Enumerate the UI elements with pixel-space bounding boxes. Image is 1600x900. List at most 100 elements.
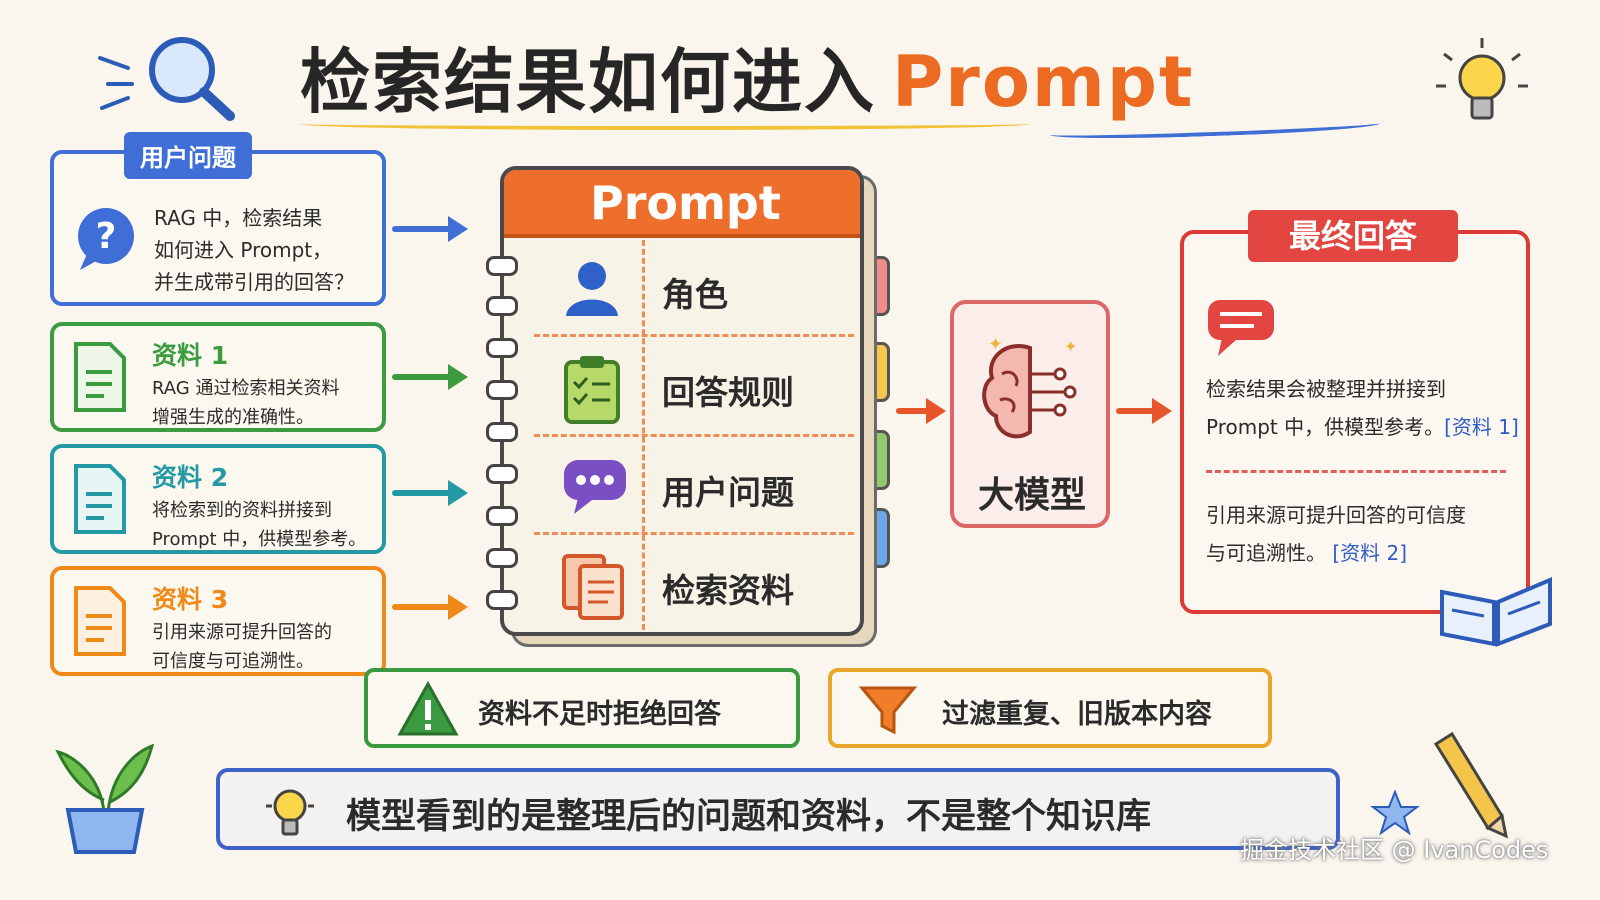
question-line-3: 并生成带引用的回答？ — [154, 270, 354, 294]
arrow-question-to-prompt — [392, 216, 468, 242]
answer-paragraph-1: 检索结果会被整理并拼接到 Prompt 中，供模型参考。[资料 1] — [1206, 370, 1519, 446]
clipboard-checklist-icon — [564, 356, 620, 424]
source-card-3: 资料 3 引用来源可提升回答的 可信度与可追溯性。 — [50, 566, 386, 676]
open-book-icon — [1440, 576, 1552, 647]
citation-link[interactable]: [资料 1] — [1444, 415, 1519, 439]
answer-divider — [1206, 470, 1506, 473]
source-3-line-1: 引用来源可提升回答的 — [152, 622, 332, 643]
document-icon — [74, 464, 126, 534]
pencil-icon — [1433, 731, 1508, 839]
prompt-notebook-header: Prompt — [504, 170, 860, 238]
source-title-3: 资料 3 — [152, 585, 229, 614]
user-question-card: 用户问题 ? RAG 中，检索结果 如何进入 Prompt， 并生成带引用的回答… — [50, 132, 386, 306]
chat-bubble-icon — [564, 460, 626, 514]
watermark: 掘金技术社区 @ IvanCodes — [1240, 836, 1549, 864]
arrow-source3-to-prompt — [392, 594, 468, 620]
source-2-line-1: 将检索到的资料拼接到 — [152, 500, 332, 521]
document-icon — [74, 586, 126, 656]
source-title-2: 资料 2 — [152, 463, 229, 492]
chat-bubble-icon — [1208, 300, 1274, 356]
notebook-tab-green — [860, 430, 890, 490]
lightbulb-icon — [266, 789, 314, 836]
prompt-item-label: 检索资料 — [662, 571, 794, 610]
notebook-ring — [486, 338, 518, 358]
notebook-ring — [486, 464, 518, 484]
answer-p1-line1: 检索结果会被整理并拼接到 — [1206, 377, 1446, 401]
summary-banner: 模型看到的是整理后的问题和资料，不是整个知识库 — [216, 768, 1340, 850]
tip-filter-duplicates: 过滤重复、旧版本内容 — [828, 668, 1272, 748]
notebook-ring — [486, 590, 518, 610]
answer-p2-line1: 引用来源可提升回答的可信度 — [1206, 503, 1466, 527]
source-text-1: RAG 通过检索相关资料 增强生成的准确性。 — [152, 374, 339, 432]
user-question-tag: 用户问题 — [124, 132, 252, 179]
magnifier-icon — [98, 37, 235, 121]
potted-plant-icon — [55, 743, 155, 854]
prompt-item-label: 角色 — [662, 275, 728, 314]
notebook-tab-yellow — [860, 342, 890, 402]
notebook-tab-blue — [860, 508, 890, 568]
llm-label: 大模型 — [978, 475, 1087, 516]
source-2-line-2: Prompt 中，供模型参考。 — [152, 529, 367, 550]
question-bubble-icon: ? — [78, 208, 134, 270]
prompt-notebook-title: Prompt — [590, 176, 781, 230]
svg-text:✦: ✦ — [988, 334, 1003, 355]
documents-icon — [562, 554, 624, 620]
svg-text:?: ? — [96, 216, 117, 257]
prompt-item-retrieved: 检索资料 — [534, 536, 854, 632]
citation-link[interactable]: [资料 2] — [1332, 541, 1408, 565]
warning-icon — [397, 680, 459, 736]
tip-text: 资料不足时拒绝回答 — [478, 699, 721, 730]
notebook-row-divider — [534, 532, 854, 535]
notebook-ring — [486, 296, 518, 316]
user-question-text: RAG 中，检索结果 如何进入 Prompt， 并生成带引用的回答？ — [154, 202, 354, 298]
source-3-line-2: 可信度与可追溯性。 — [152, 651, 314, 672]
final-answer-tag: 最终回答 — [1248, 210, 1458, 262]
source-1-line-2: 增强生成的准确性。 — [152, 407, 314, 428]
brain-icon: ✦ ✦ — [982, 334, 1077, 439]
user-icon — [566, 262, 618, 316]
source-text-2: 将检索到的资料拼接到 Prompt 中，供模型参考。 — [152, 496, 366, 554]
document-icon — [74, 342, 126, 412]
arrow-prompt-to-llm — [896, 398, 946, 424]
prompt-item-role: 角色 — [534, 240, 854, 336]
funnel-icon — [858, 686, 918, 735]
title-underline — [300, 118, 1030, 130]
arrow-source1-to-prompt — [392, 364, 468, 390]
source-card-2: 资料 2 将检索到的资料拼接到 Prompt 中，供模型参考。 — [50, 444, 386, 554]
final-answer-card: 最终回答 检索结果会被整理并拼接到 Prompt 中，供模型参考。[资料 1] … — [1180, 210, 1530, 614]
tip-refuse-when-insufficient: 资料不足时拒绝回答 — [364, 668, 800, 748]
notebook-ring — [486, 548, 518, 568]
answer-p2-line2: 与可追溯性。 — [1206, 541, 1326, 565]
star-icon — [1370, 789, 1420, 836]
source-text-3: 引用来源可提升回答的 可信度与可追溯性。 — [152, 618, 332, 676]
prompt-notebook: Prompt 角色 回答规则 用户问题 — [486, 166, 864, 636]
prompt-item-label: 回答规则 — [662, 373, 794, 412]
prompt-item-rules: 回答规则 — [534, 338, 854, 434]
notebook-ring — [486, 380, 518, 400]
prompt-item-label: 用户问题 — [662, 473, 794, 512]
title-accent: Prompt — [892, 41, 1195, 123]
answer-p1-line2: Prompt 中，供模型参考。 — [1206, 415, 1445, 439]
notebook-ring — [486, 256, 518, 276]
notebook-ring — [486, 506, 518, 526]
tip-text: 过滤重复、旧版本内容 — [942, 699, 1212, 730]
answer-paragraph-2: 引用来源可提升回答的可信度 与可追溯性。 [资料 2] — [1206, 496, 1466, 572]
source-card-1: 资料 1 RAG 通过检索相关资料 增强生成的准确性。 — [50, 322, 386, 432]
summary-text: 模型看到的是整理后的问题和资料，不是整个知识库 — [346, 797, 1152, 837]
source-title-1: 资料 1 — [152, 341, 229, 370]
notebook-row-divider — [534, 434, 854, 437]
question-line-1: RAG 中，检索结果 — [154, 206, 323, 230]
notebook-row-divider — [534, 334, 854, 337]
notebook-ring — [486, 422, 518, 442]
notebook-tab-red — [860, 256, 890, 316]
source-1-line-1: RAG 通过检索相关资料 — [152, 378, 340, 399]
prompt-item-question: 用户问题 — [534, 438, 854, 534]
arrow-source2-to-prompt — [392, 480, 468, 506]
lightbulb-icon — [1436, 38, 1528, 120]
arrow-llm-to-answer — [1116, 398, 1172, 424]
llm-box: ✦ ✦ 大模型 — [950, 300, 1110, 528]
title-main: 检索结果如何进入 — [300, 41, 876, 123]
svg-text:✦: ✦ — [1064, 337, 1077, 356]
question-line-2: 如何进入 Prompt， — [154, 238, 333, 262]
